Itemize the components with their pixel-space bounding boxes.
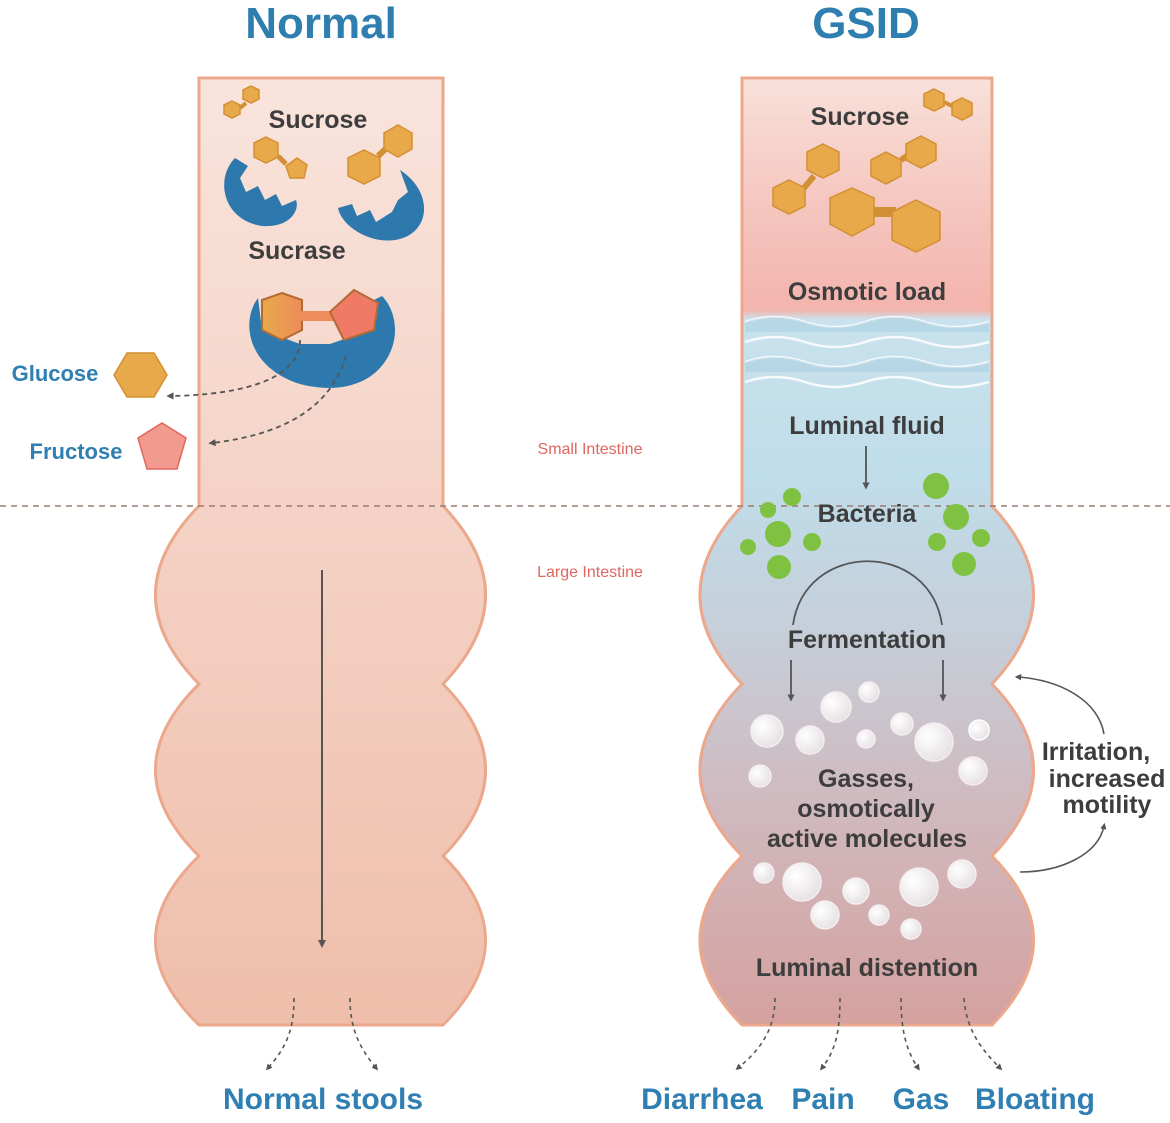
sucrose-molecule-icon bbox=[223, 85, 260, 119]
symptom-bloating: Bloating bbox=[975, 1083, 1095, 1116]
sucrose-molecule-icon bbox=[253, 136, 308, 179]
sucrase-enzyme-icon bbox=[338, 170, 425, 241]
normal-title: Normal bbox=[245, 0, 397, 48]
osmotic-load-label: Osmotic load bbox=[788, 278, 946, 306]
sucrose-molecule-icon bbox=[923, 88, 973, 121]
bacteria-icon bbox=[740, 473, 990, 579]
irritation-label-line2: increased bbox=[1049, 765, 1166, 793]
bacteria-label: Bacteria bbox=[818, 500, 918, 528]
small-intestine-label: Small Intestine bbox=[538, 441, 643, 458]
gasses-label-line3: active molecules bbox=[767, 825, 967, 853]
sucrose-molecule-icon bbox=[829, 187, 941, 253]
sucrase-enzyme-icon bbox=[224, 158, 297, 227]
normal-stools-label: Normal stools bbox=[223, 1083, 423, 1116]
glucose-icon bbox=[113, 352, 168, 398]
symptom-gas: Gas bbox=[893, 1083, 950, 1116]
normal-sucrose-label: Sucrose bbox=[269, 106, 368, 134]
normal-sucrase-label: Sucrase bbox=[248, 237, 345, 265]
glucose-label: Glucose bbox=[12, 361, 99, 386]
luminal-fluid-label: Luminal fluid bbox=[789, 412, 945, 440]
sucrase-cleaving-icon bbox=[249, 288, 395, 388]
irritation-label-line1: Irritation, bbox=[1042, 738, 1150, 766]
sucrose-molecule-icon bbox=[347, 124, 413, 185]
irritation-label-line3: motility bbox=[1063, 791, 1152, 819]
gsid-sucrose-label: Sucrose bbox=[811, 103, 910, 131]
gas-bubbles-icon bbox=[748, 681, 990, 940]
gasses-label-line1: Gasses, bbox=[818, 765, 914, 793]
luminal-distention-label: Luminal distention bbox=[756, 954, 978, 982]
symptom-diarrhea: Diarrhea bbox=[641, 1083, 763, 1116]
gsid-title: GSID bbox=[812, 0, 920, 48]
fructose-label: Fructose bbox=[30, 439, 123, 464]
symptom-pain: Pain bbox=[791, 1083, 854, 1116]
normal-intestine-tube bbox=[154, 76, 487, 1027]
large-intestine-label: Large Intestine bbox=[537, 564, 643, 581]
gsid-intestine-tube bbox=[698, 76, 1035, 1027]
fructose-icon bbox=[137, 422, 187, 470]
sucrose-molecule-icon bbox=[870, 135, 937, 185]
fermentation-label: Fermentation bbox=[788, 626, 946, 654]
sucrose-molecule-icon bbox=[772, 143, 840, 215]
gasses-label-line2: osmotically bbox=[797, 795, 935, 823]
